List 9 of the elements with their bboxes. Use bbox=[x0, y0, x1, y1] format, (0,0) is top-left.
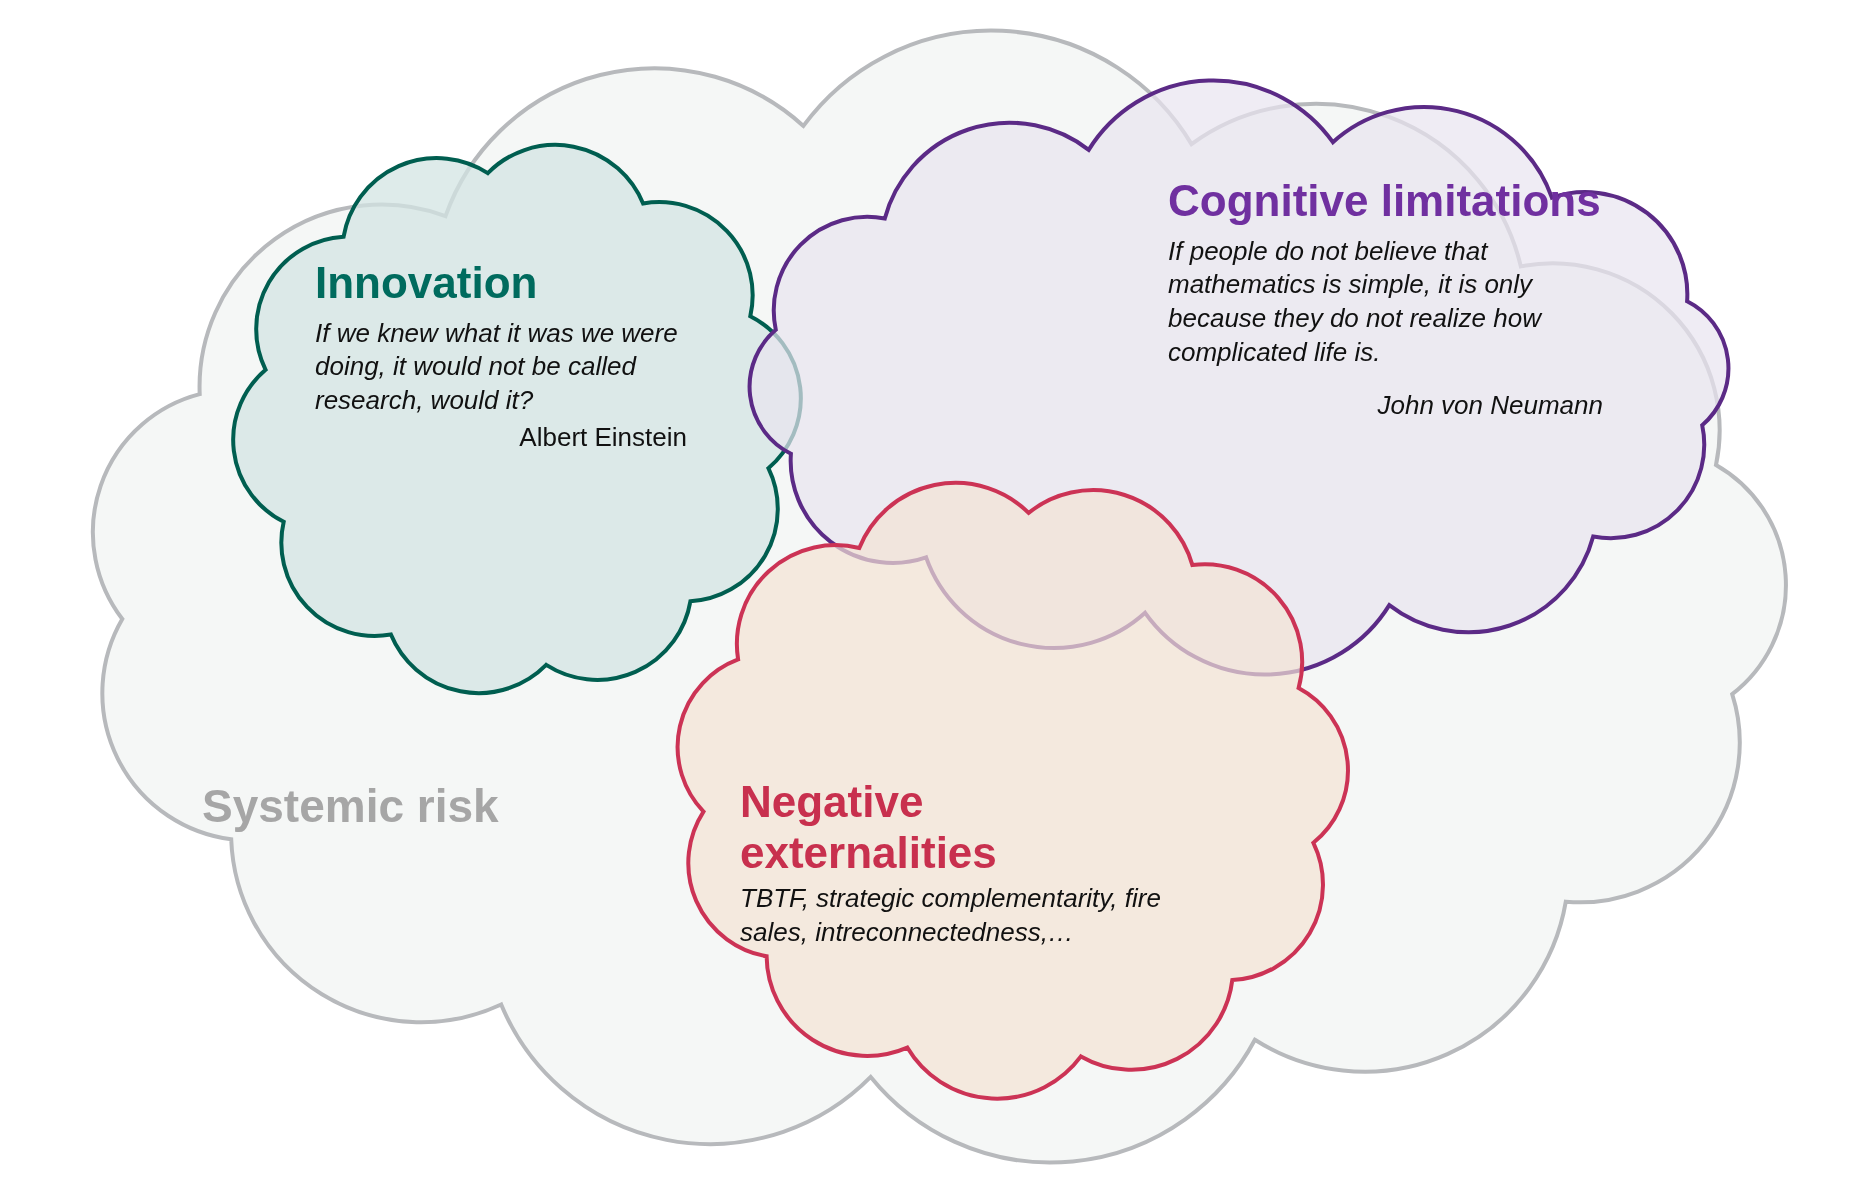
quote-text: If people do not believe that mathematics is simple, it is only because they do not realize how complicated life is. bbox=[1168, 234, 1544, 369]
cloud-title: Systemic risk bbox=[202, 780, 500, 833]
body-text: TBTF, strategic complementarity, fire sales, intreconnectedness,… bbox=[740, 882, 1162, 949]
cloud-title: Negative externalities bbox=[740, 777, 998, 879]
cloud-title: Cognitive limitations bbox=[1168, 176, 1602, 227]
quote-text: If we knew what it was we were doing, it would not be called research, would it? bbox=[315, 316, 679, 418]
quote-author: John von Neumann bbox=[1376, 389, 1603, 421]
quote-author: Albert Einstein bbox=[518, 422, 687, 453]
cloud-title: Innovation bbox=[315, 258, 539, 309]
